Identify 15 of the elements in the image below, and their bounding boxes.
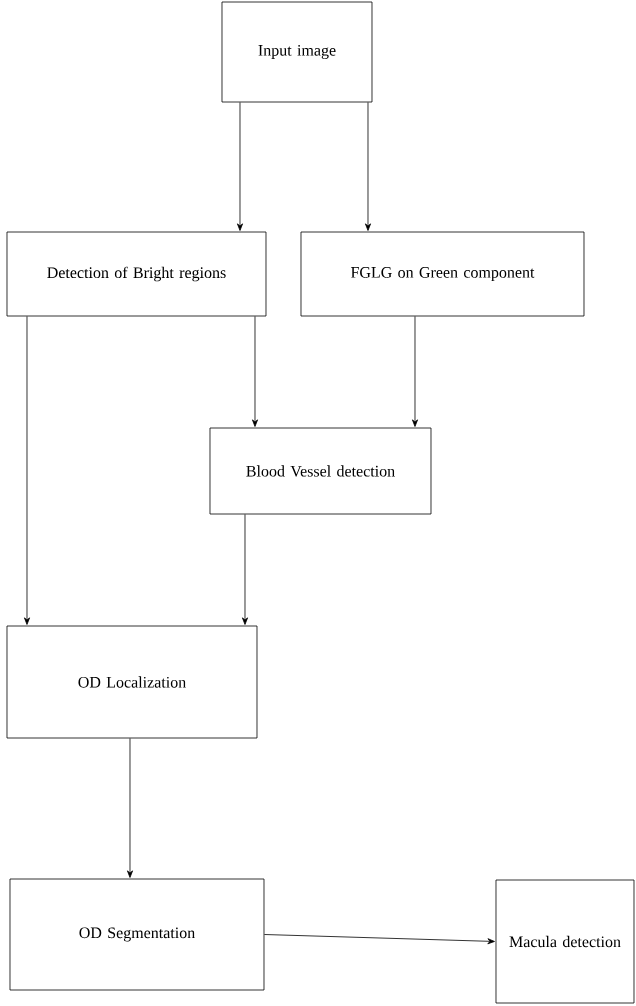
- arrow: [252, 316, 258, 427]
- process-box: Macula detection: [495, 879, 635, 1004]
- process-box: OD Localization: [6, 625, 258, 739]
- arrow: [24, 316, 30, 625]
- process-box: FGLG on Green component: [300, 231, 585, 317]
- arrow: [127, 738, 133, 878]
- arrow: [264, 934, 495, 945]
- arrow: [412, 316, 418, 427]
- arrow: [237, 102, 243, 231]
- process-box: Blood Vessel detection: [209, 427, 432, 515]
- arrow: [242, 514, 248, 625]
- process-box: Input image: [221, 1, 373, 103]
- process-box: Detection of Bright regions: [6, 231, 267, 317]
- arrow: [365, 102, 371, 231]
- process-box: OD Segmentation: [9, 878, 265, 991]
